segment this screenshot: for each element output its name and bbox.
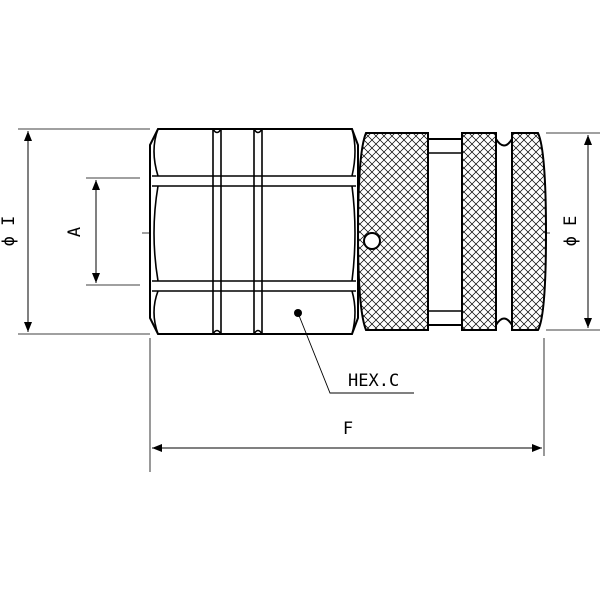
dim-a-label: A	[65, 227, 85, 237]
dim-f-label: F	[343, 419, 353, 439]
locking-ball	[363, 232, 381, 250]
hex-leader-line	[297, 312, 414, 394]
dim-e-label: ϕ E	[561, 216, 581, 247]
sleeve-groove-lines	[428, 152, 462, 312]
knurled-sleeve	[356, 132, 548, 331]
dim-i-label: ϕ I	[0, 216, 19, 247]
extension-lines	[18, 128, 600, 472]
hex-body-lines	[152, 128, 356, 335]
hex-label: HEX.C	[348, 371, 399, 391]
